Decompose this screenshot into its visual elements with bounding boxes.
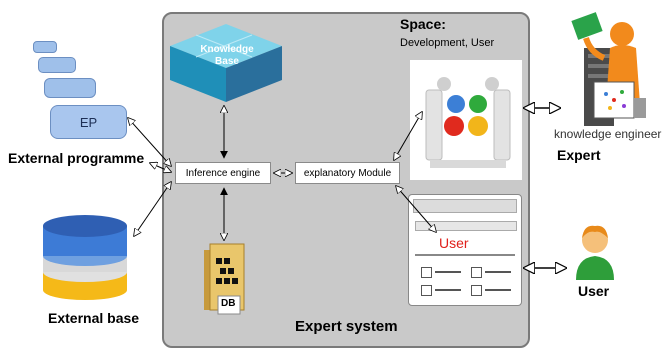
- external-base-label: External base: [48, 310, 140, 326]
- base-inference-connector: [134, 182, 171, 236]
- form-checkbox-1: [421, 267, 432, 278]
- external-programme-label: External programme: [8, 150, 145, 166]
- knowledge-base-icon: [170, 24, 282, 102]
- space-subtitle: Development, User: [400, 37, 495, 49]
- explanatory-collab-connector: [394, 112, 422, 160]
- form-line-4: [485, 289, 511, 291]
- form-line-1: [435, 271, 461, 273]
- explanatory-module-node[interactable]: explanatory Module: [295, 162, 400, 184]
- ep-badge: EP: [50, 105, 127, 139]
- knowledge-base-label: Knowledge Base: [200, 44, 254, 67]
- form-underline: [415, 254, 515, 256]
- folder-icon: [204, 243, 245, 315]
- form-line-3: [435, 289, 461, 291]
- user-form-panel: User: [408, 194, 522, 306]
- explanatory-userform-connector: [396, 186, 436, 232]
- knowledge-engineer-icon: [571, 12, 646, 126]
- gears-icon: [425, 77, 511, 168]
- inference-engine-node[interactable]: Inference engine: [175, 162, 271, 184]
- user-form-field-label: User: [439, 235, 469, 251]
- programme-inference-connector: [150, 163, 171, 172]
- ep-stack-chip-1: [33, 41, 57, 53]
- ep-stack-chip-2: [38, 57, 76, 73]
- ep-inference-connector: [128, 118, 171, 166]
- database-cylinder-icon: [43, 215, 127, 300]
- user-avatar-icon: [576, 225, 614, 280]
- form-checkbox-4: [471, 285, 482, 296]
- form-checkbox-2: [471, 267, 482, 278]
- form-checkbox-3: [421, 285, 432, 296]
- space-title: Space:: [400, 16, 446, 32]
- expert-label: Expert: [557, 147, 601, 163]
- form-line-2: [485, 271, 511, 273]
- expert-system-label: Expert system: [295, 318, 398, 335]
- ep-stack-chip-3: [44, 78, 96, 98]
- user-label: User: [578, 283, 610, 299]
- expert-caption: knowledge engineer: [554, 127, 662, 141]
- db-label: DB: [221, 298, 236, 309]
